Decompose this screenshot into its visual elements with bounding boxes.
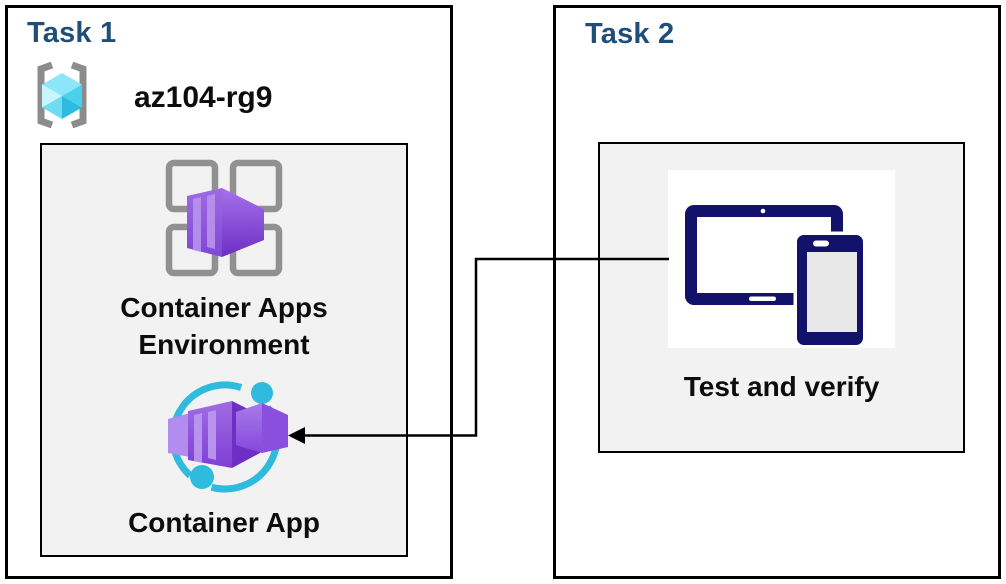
task1-box: Task 1 az104-rg9 <box>5 5 453 579</box>
resource-group-panel: Container Apps Environment <box>40 143 408 557</box>
container-apps-environment-label: Container Apps Environment <box>42 289 406 363</box>
device-card <box>668 170 895 349</box>
container-apps-environment-icon <box>165 159 283 277</box>
tablet-and-phone-icon <box>668 170 895 349</box>
environment-label-line1: Container Apps <box>120 292 328 323</box>
resource-group-icon <box>37 61 87 129</box>
container-app-icon <box>168 381 288 493</box>
test-and-verify-label: Test and verify <box>683 371 880 402</box>
task2-title: Task 2 <box>585 18 675 50</box>
task1-title: Task 1 <box>27 17 117 49</box>
resource-group-name: az104-rg9 <box>134 81 273 114</box>
task2-box: Task 2 Test and verify <box>553 5 1001 579</box>
test-panel: Test and verify <box>598 142 965 453</box>
environment-label-line2: Environment <box>138 329 310 360</box>
container-app-label: Container App <box>128 507 320 538</box>
